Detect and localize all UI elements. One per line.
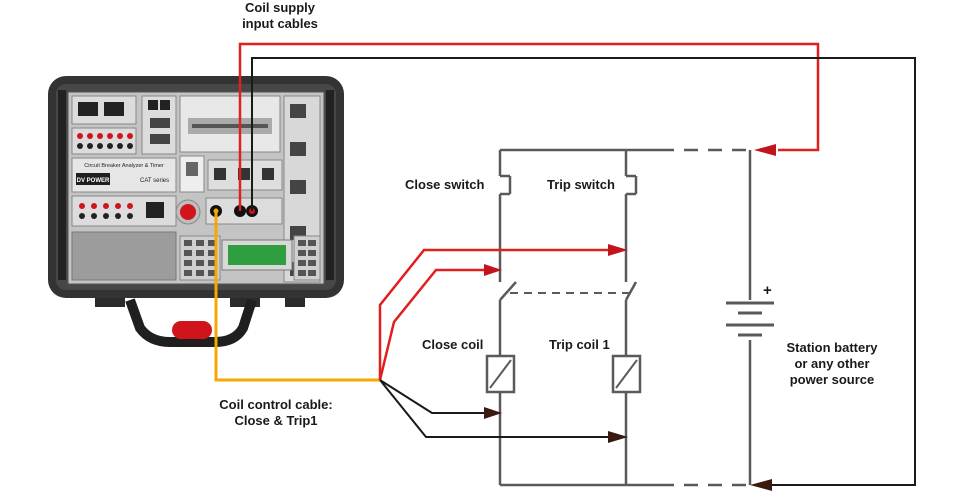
coil-control-cable-label-line1: Coil control cable: — [219, 397, 333, 412]
handle-grip — [172, 321, 212, 339]
close-coil-label: Close coil — [422, 337, 484, 352]
battery-plus-sign: + — [763, 282, 772, 299]
lcd-display — [228, 245, 286, 265]
trip-coil-label: Trip coil 1 — [549, 337, 610, 352]
black-supply-cable — [251, 57, 916, 486]
coil-supply-label-line2: input cables — [242, 16, 318, 31]
coil-supply-label-line1: Coil supply — [244, 0, 316, 15]
close-switch-label: Close switch — [405, 177, 485, 192]
trip-coil-symbol — [611, 354, 642, 394]
clip-black-close — [484, 407, 502, 419]
close-switch — [500, 174, 512, 196]
orange-control-cable — [214, 211, 380, 382]
clip-red-close — [484, 264, 502, 276]
crocodile-clips — [484, 144, 776, 491]
device-brand-logo: DV POWER — [77, 178, 110, 184]
station-battery-label-line3: power source — [789, 372, 875, 387]
coil-control-cable-label: Coil control cable: Close & Trip1 — [206, 397, 346, 429]
station-battery-label: Station battery or any other power sourc… — [780, 340, 884, 388]
clip-red-battery — [754, 144, 776, 156]
carry-handle — [125, 298, 257, 347]
station-battery-symbol — [726, 301, 774, 337]
circuit-breaker-analyzer: Circuit Breaker Analyzer & Timer DV POWE… — [48, 76, 344, 347]
clip-black-trip — [608, 431, 628, 443]
coil-supply-label: Coil supply input cables — [236, 0, 324, 32]
close-coil-symbol — [485, 354, 516, 394]
red-supply-cable — [238, 42, 820, 211]
coil-supply-cables — [238, 42, 916, 486]
auxiliary-contacts — [499, 281, 638, 301]
trip-switch-label: Trip switch — [547, 177, 615, 192]
station-circuit — [498, 148, 752, 487]
clip-black-battery — [750, 479, 772, 491]
station-battery-label-line2: or any other — [794, 356, 870, 371]
clip-red-trip — [608, 244, 628, 256]
coil-control-cable — [214, 211, 612, 438]
coil-control-cable-label-line2: Close & Trip1 — [234, 413, 318, 428]
device-model-text: Circuit Breaker Analyzer & Timer — [84, 163, 164, 169]
trip-switch — [626, 174, 638, 196]
station-battery-label-line1: Station battery — [786, 340, 878, 355]
device-series-text: CAT series — [140, 178, 169, 184]
